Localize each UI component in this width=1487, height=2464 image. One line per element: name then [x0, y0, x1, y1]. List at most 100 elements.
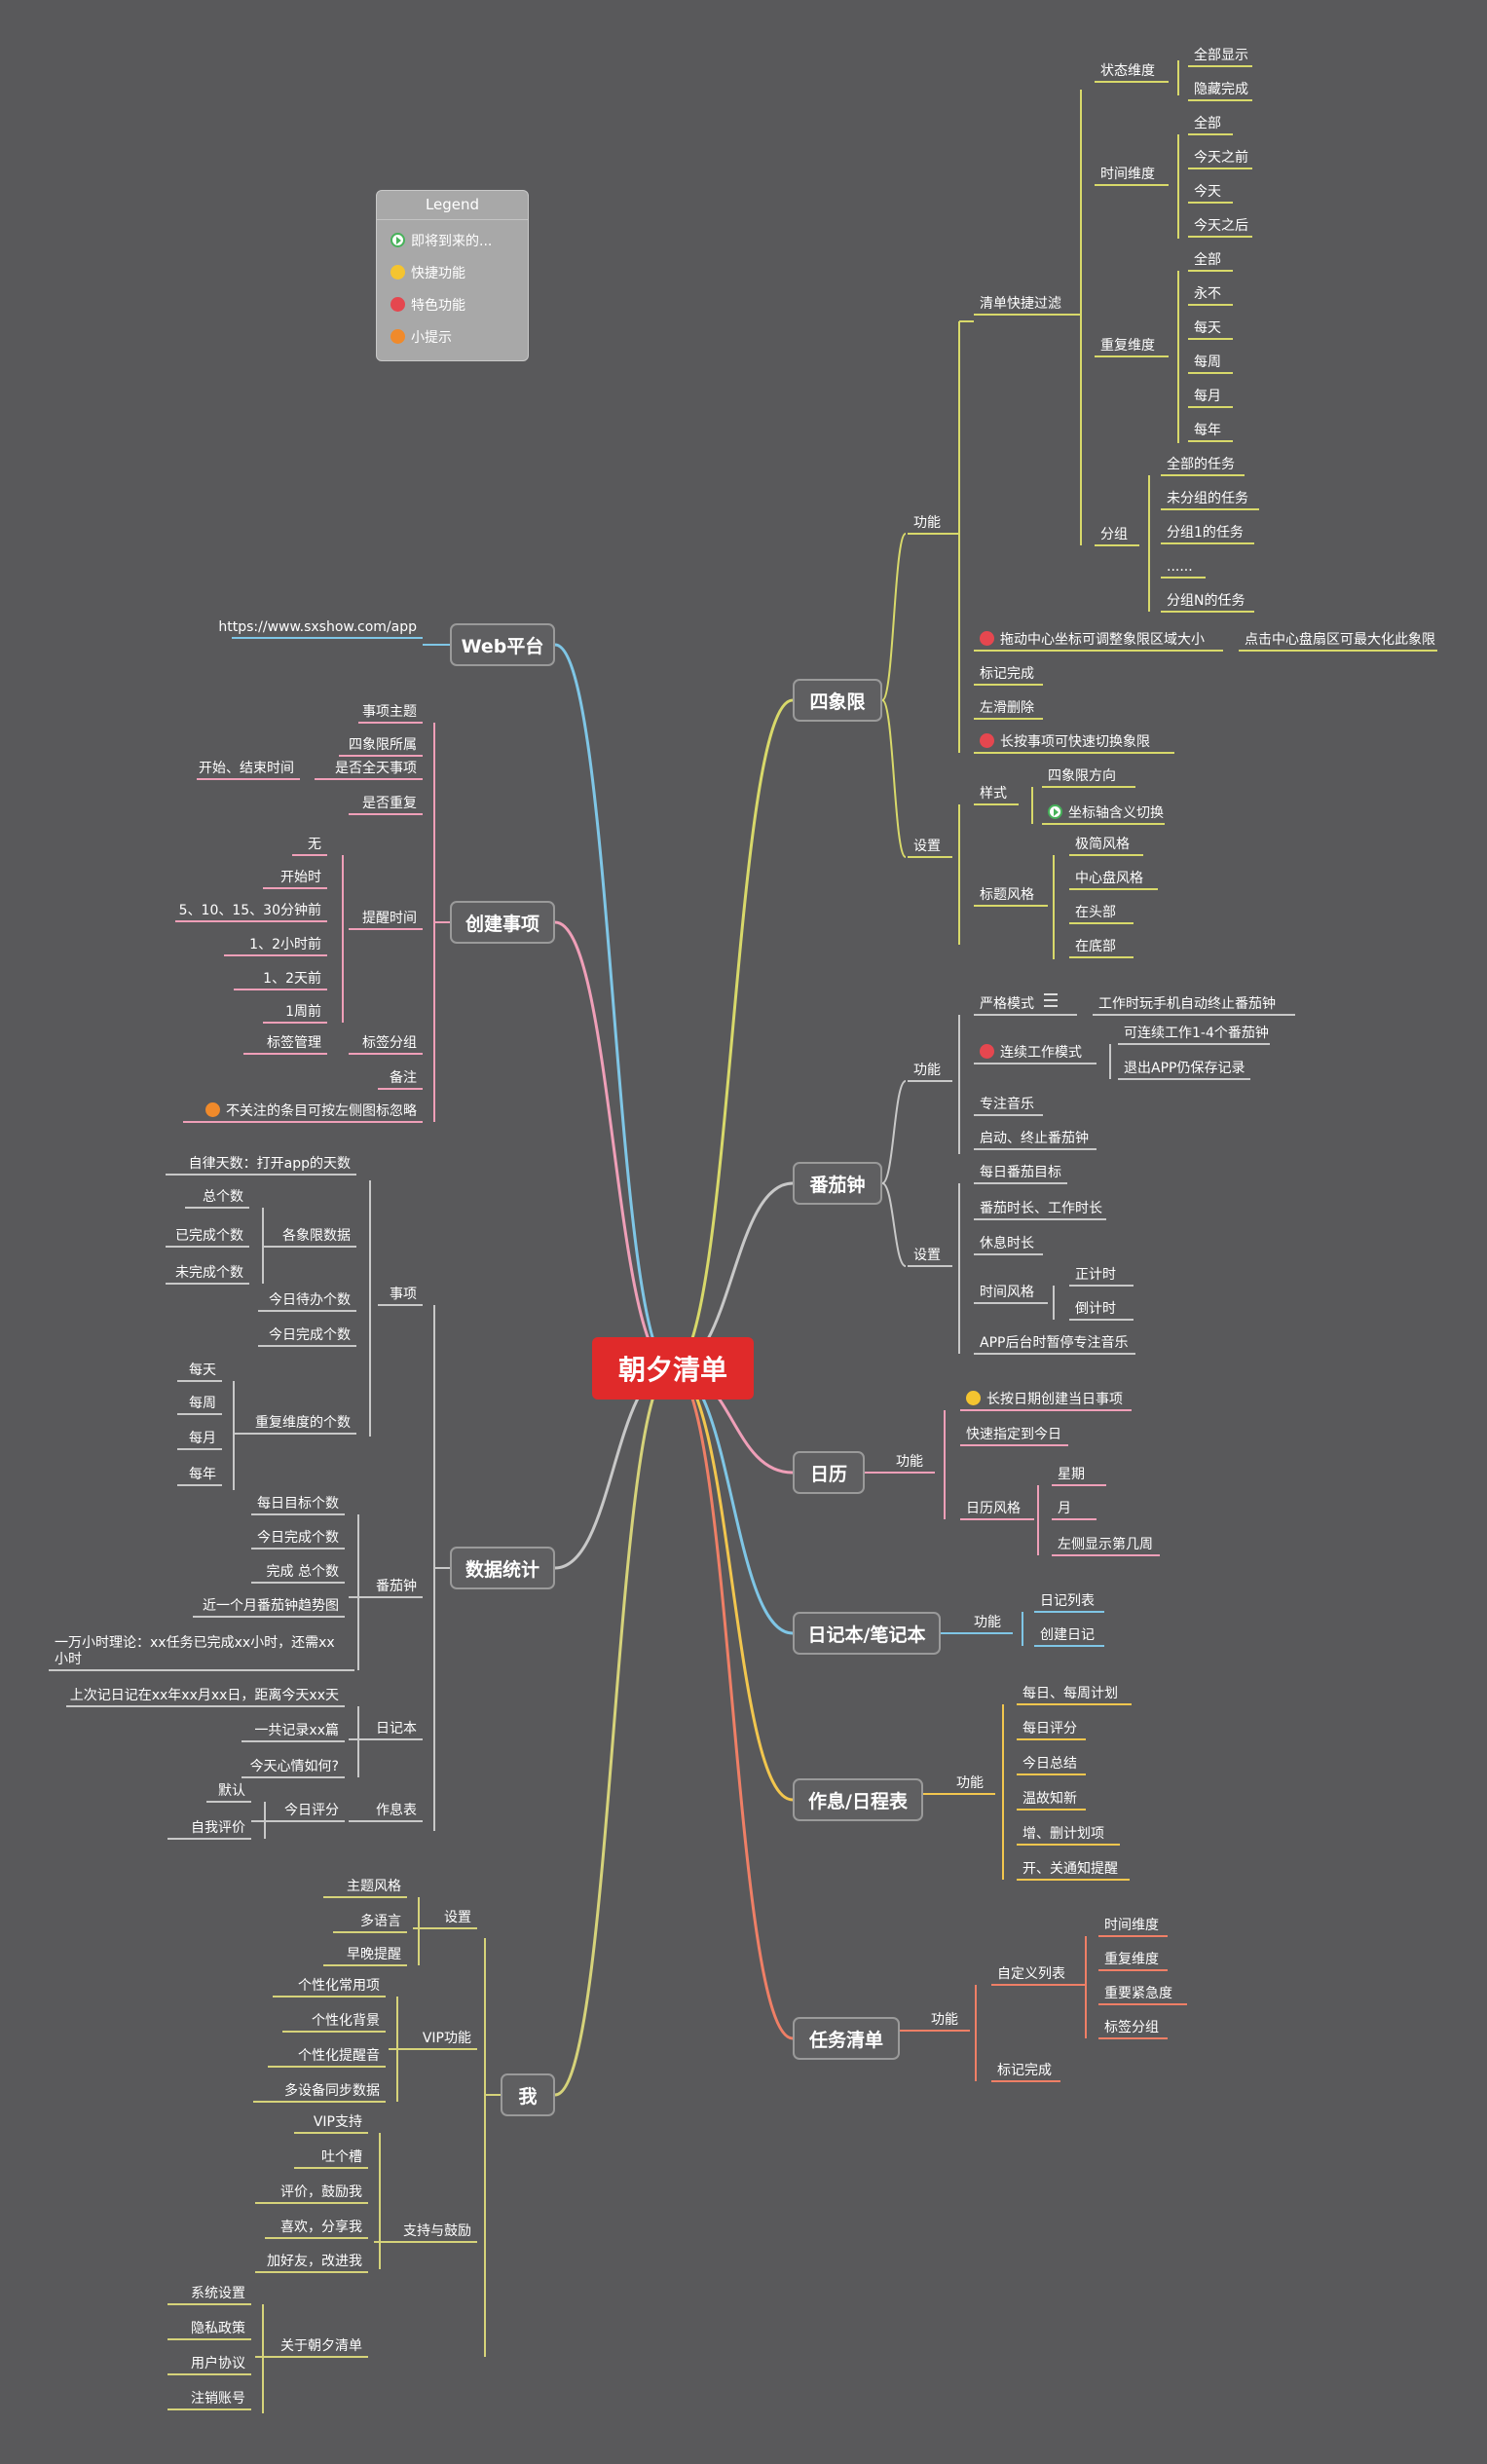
label-f_ygms[interactable]: 严格模式 — [980, 993, 1058, 1013]
label-d_jyg[interactable]: 近一个月番茄钟趋势图 — [203, 1597, 339, 1615]
label-z_gn[interactable]: 功能 — [956, 1774, 984, 1792]
label-d_mn[interactable]: 每年 — [189, 1466, 216, 1483]
label-s_sxxfx[interactable]: 四象限方向 — [1048, 767, 1116, 785]
label-d_fqz[interactable]: 番茄钟 — [376, 1578, 417, 1595]
label-d_gx[interactable]: 各象限数据 — [282, 1227, 351, 1245]
label-c_1z[interactable]: 1周前 — [285, 1003, 321, 1021]
topic-renwu[interactable]: 任务清单 — [793, 2017, 900, 2060]
label-r_xq[interactable]: 星期 — [1058, 1466, 1085, 1483]
topic-zuoxi[interactable]: 作息/日程表 — [793, 1778, 923, 1821]
label-d_sx[interactable]: 事项 — [390, 1286, 417, 1303]
label-d_jrdb[interactable]: 今日待办个数 — [269, 1291, 351, 1309]
label-s_my[interactable]: 每月 — [1194, 388, 1221, 405]
label-s_qdkjgl[interactable]: 清单快捷过滤 — [980, 295, 1061, 313]
label-m_yszc[interactable]: 隐私政策 — [191, 2320, 245, 2337]
label-z_kg[interactable]: 开、关通知提醒 — [1022, 1860, 1118, 1878]
label-d_mz[interactable]: 每周 — [189, 1395, 216, 1412]
label-c_bz[interactable]: 备注 — [390, 1069, 417, 1087]
label-j_rjlb[interactable]: 日记列表 — [1040, 1592, 1095, 1610]
label-c_ksjs[interactable]: 开始、结束时间 — [199, 760, 294, 777]
topic-me[interactable]: 我 — [501, 2073, 555, 2116]
topic-riji[interactable]: 日记本/笔记本 — [793, 1612, 941, 1655]
label-m_zcgl[interactable]: 支持与鼓励 — [403, 2222, 471, 2240]
label-d_rjb[interactable]: 日记本 — [376, 1720, 417, 1737]
label-s_tdzx[interactable]: 拖动中心坐标可调整象限区域大小 — [980, 631, 1205, 649]
label-m_dsb[interactable]: 多设备同步数据 — [284, 2082, 380, 2100]
label-s_djzx[interactable]: 点击中心盘扇区可最大化此象限 — [1245, 631, 1435, 649]
label-s_cfwd[interactable]: 重复维度 — [1100, 337, 1155, 355]
label-t_gn[interactable]: 功能 — [931, 2011, 958, 2029]
label-d_mt[interactable]: 每天 — [189, 1362, 216, 1379]
topic-fanqie[interactable]: 番茄钟 — [793, 1162, 882, 1205]
label-f_klx[interactable]: 可连续工作1-4个番茄钟 — [1124, 1025, 1269, 1042]
label-c_sfcf[interactable]: 是否重复 — [362, 795, 417, 812]
label-s_zhsc[interactable]: 左滑删除 — [980, 699, 1034, 717]
topic-rili[interactable]: 日历 — [793, 1451, 865, 1494]
label-s_zbz[interactable]: 坐标轴含义切换 — [1048, 804, 1164, 822]
label-s_ztwd[interactable]: 状态维度 — [1100, 62, 1155, 80]
label-d_zxb[interactable]: 作息表 — [376, 1802, 417, 1819]
label-z_mrpf[interactable]: 每日评分 — [1022, 1720, 1077, 1737]
label-s_mn[interactable]: 每年 — [1194, 422, 1221, 439]
label-s_qbdrw[interactable]: 全部的任务 — [1167, 456, 1235, 473]
label-s_ycwc[interactable]: 隐藏完成 — [1194, 81, 1248, 98]
label-s_zxpfg[interactable]: 中心盘风格 — [1075, 870, 1143, 887]
label-c_txsj[interactable]: 提醒时间 — [362, 910, 417, 927]
label-f_fqsc[interactable]: 番茄时长、工作时长 — [980, 1200, 1102, 1217]
label-c_w[interactable]: 无 — [308, 836, 321, 853]
label-s_mt[interactable]: 每天 — [1194, 319, 1221, 337]
label-c_sfqt[interactable]: 是否全天事项 — [335, 760, 417, 777]
label-d_yg[interactable]: 一共记录xx篇 — [254, 1722, 339, 1739]
label-c_12d[interactable]: 1、2天前 — [263, 970, 321, 988]
label-t_sjwd[interactable]: 时间维度 — [1104, 1917, 1159, 1934]
label-d_zwpj[interactable]: 自我评价 — [191, 1819, 245, 1837]
label-d_yw[interactable]: 一万小时理论：xx任务已完成xx小时，还需xx小时 — [55, 1635, 347, 1668]
label-r_zc[interactable]: 左侧显示第几周 — [1058, 1536, 1153, 1553]
label-t_zdy[interactable]: 自定义列表 — [997, 1965, 1065, 1983]
label-f_sjfg[interactable]: 时间风格 — [980, 1284, 1034, 1301]
label-m_vip[interactable]: VIP功能 — [423, 2030, 471, 2047]
topic-sixiang[interactable]: 四象限 — [793, 679, 882, 722]
root-topic[interactable]: 朝夕清单 — [592, 1337, 754, 1400]
label-s_btfg[interactable]: 标题风格 — [980, 886, 1034, 904]
label-c_sxxss[interactable]: 四象限所属 — [349, 736, 417, 754]
label-t_zyjj[interactable]: 重要紧急度 — [1104, 1985, 1172, 2002]
label-d_wwc[interactable]: 未完成个数 — [175, 1264, 243, 1282]
label-d_jtxq[interactable]: 今天心情如何? — [250, 1758, 339, 1775]
label-f_gn[interactable]: 功能 — [913, 1062, 941, 1079]
label-z_jrzj[interactable]: 今日总结 — [1022, 1755, 1077, 1773]
label-t_bjwc[interactable]: 标记完成 — [997, 2062, 1052, 2079]
label-d_zl[interactable]: 自律天数：打开app的天数 — [189, 1155, 351, 1173]
label-s_ztb[interactable]: 在头部 — [1075, 904, 1116, 921]
label-d_cfwd[interactable]: 重复维度的个数 — [255, 1414, 351, 1432]
label-f_mrmb[interactable]: 每日番茄目标 — [980, 1164, 1061, 1181]
label-j_gn[interactable]: 功能 — [974, 1614, 1001, 1631]
label-s_sjwd[interactable]: 时间维度 — [1100, 166, 1155, 183]
label-f_qd[interactable]: 启动、终止番茄钟 — [980, 1130, 1089, 1147]
label-r_y[interactable]: 月 — [1058, 1500, 1071, 1517]
label-s_yb[interactable]: 永不 — [1194, 285, 1221, 303]
label-m_jhy[interactable]: 加好友，改进我 — [267, 2253, 362, 2270]
label-d_wczs[interactable]: 完成 总个数 — [267, 1563, 339, 1581]
label-s_gn[interactable]: 功能 — [913, 514, 941, 532]
label-f_xxsc[interactable]: 休息时长 — [980, 1235, 1034, 1252]
label-m_yhxy[interactable]: 用户协议 — [191, 2355, 245, 2372]
label-r_ca[interactable]: 长按日期创建当日事项 — [966, 1391, 1123, 1408]
label-d_mr[interactable]: 默认 — [218, 1782, 245, 1800]
label-d_zgs[interactable]: 总个数 — [203, 1188, 243, 1206]
label-m_dyy[interactable]: 多语言 — [360, 1913, 401, 1930]
topic-web[interactable]: Web平台 — [450, 623, 555, 666]
label-m_zxzh[interactable]: 注销账号 — [191, 2390, 245, 2408]
label-s_ca[interactable]: 长按事项可快速切换象限 — [980, 733, 1150, 751]
label-s_t_qb[interactable]: 全部 — [1194, 115, 1221, 132]
label-s_jt[interactable]: 今天 — [1194, 183, 1221, 201]
label-f_zjs[interactable]: 正计时 — [1075, 1266, 1116, 1284]
label-d_jrwcs[interactable]: 今日完成个数 — [257, 1529, 339, 1547]
label-s_c_qb[interactable]: 全部 — [1194, 251, 1221, 269]
label-r_rlfg[interactable]: 日历风格 — [966, 1500, 1021, 1517]
label-c_12h[interactable]: 1、2小时前 — [249, 936, 321, 953]
label-c_sxzt[interactable]: 事项主题 — [362, 703, 417, 721]
label-f_zzyy[interactable]: 专注音乐 — [980, 1096, 1034, 1113]
label-d_mrmb[interactable]: 每日目标个数 — [257, 1495, 339, 1512]
label-m_sz[interactable]: 设置 — [444, 1909, 471, 1926]
